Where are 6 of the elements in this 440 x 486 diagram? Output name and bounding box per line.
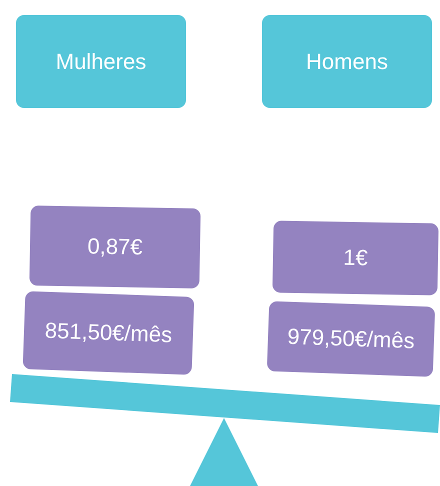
value-box: 1€ [272, 220, 439, 296]
value-box: 979,50€/mês [266, 301, 436, 377]
value-box: 851,50€/mês [22, 291, 194, 375]
group-label-box: Homens [262, 15, 432, 108]
group-label-box: Mulheres [16, 15, 186, 108]
value-box: 0,87€ [29, 206, 201, 288]
